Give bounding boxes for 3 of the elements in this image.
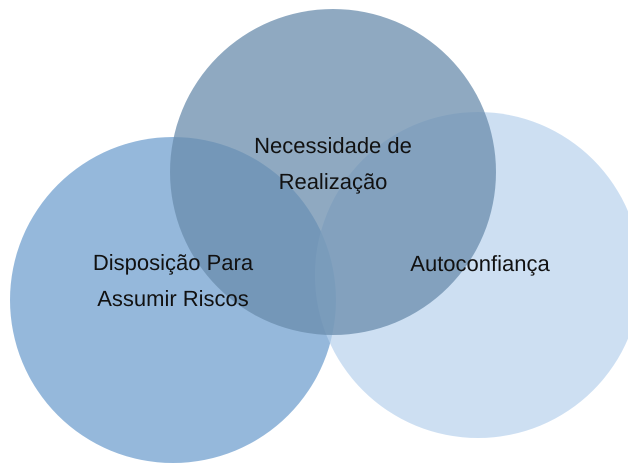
circle-label: Autoconfiança [409, 250, 551, 278]
circle-label: Disposição Para Assumir Riscos [92, 249, 254, 313]
circle-label: Necessidade de Realização [253, 132, 413, 196]
